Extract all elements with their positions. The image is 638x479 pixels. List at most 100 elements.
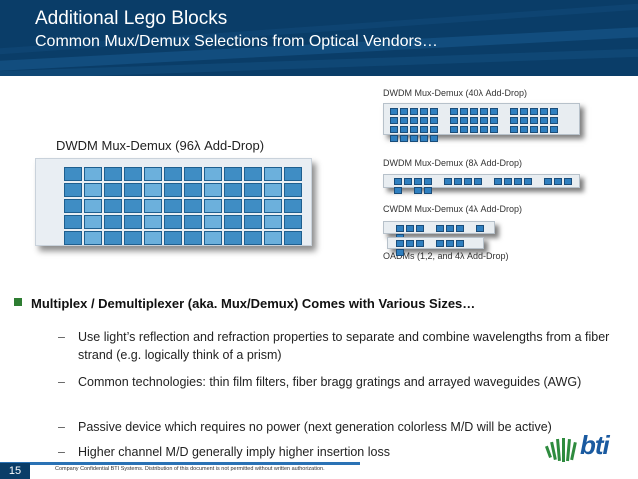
fiber-port [490, 117, 498, 124]
fiber-port [400, 117, 408, 124]
module-card [164, 231, 182, 245]
fiber-port [480, 126, 488, 133]
sub-bullet-text: Common technologies: thin film filters, … [78, 375, 582, 389]
module-card [284, 199, 302, 213]
fiber-port [424, 187, 432, 194]
module-card [164, 183, 182, 197]
module-card [244, 167, 262, 181]
fiber-port [466, 225, 474, 232]
fiber-port [414, 187, 422, 194]
fiber-port [530, 108, 538, 115]
module-card [184, 231, 202, 245]
fiber-port [554, 178, 562, 185]
module-card [264, 215, 282, 229]
module-card [124, 231, 142, 245]
fiber-port [410, 135, 418, 142]
fiber-port [396, 249, 404, 256]
dwdm-8ch-image [383, 174, 580, 194]
oadm-image [387, 237, 484, 256]
page-number: 15 [0, 463, 30, 479]
module-card [104, 215, 122, 229]
module-card [124, 215, 142, 229]
fiber-port [490, 126, 498, 133]
module-card [224, 215, 242, 229]
module-card [84, 215, 102, 229]
caption-8ch: DWDM Mux-Demux (8λ Add-Drop) [383, 158, 523, 168]
module-card [264, 183, 282, 197]
module-card [144, 167, 162, 181]
fiber-port [440, 117, 448, 124]
dash-marker: – [58, 375, 65, 389]
fiber-port [436, 240, 444, 247]
fiber-port [480, 117, 488, 124]
module-card [104, 167, 122, 181]
fiber-port [480, 108, 488, 115]
fiber-port [530, 117, 538, 124]
module-card [144, 199, 162, 213]
module-card [284, 215, 302, 229]
fiber-port [530, 126, 538, 133]
dash-marker: – [58, 330, 65, 344]
fiber-port [560, 126, 568, 133]
module-card [244, 183, 262, 197]
fiber-port [540, 108, 548, 115]
fiber-port [446, 225, 454, 232]
module-card [64, 215, 82, 229]
module-card [104, 199, 122, 213]
module-card [84, 183, 102, 197]
module-card [84, 199, 102, 213]
fiber-port [500, 117, 508, 124]
fiber-port [474, 178, 482, 185]
dash-marker: – [58, 420, 65, 434]
module-card [164, 199, 182, 213]
fiber-port [406, 225, 414, 232]
fiber-port [396, 240, 404, 247]
module-card [224, 231, 242, 245]
module-card [144, 215, 162, 229]
module-card [204, 215, 222, 229]
module-card [204, 167, 222, 181]
module-card [244, 215, 262, 229]
fiber-port [440, 108, 448, 115]
module-card [224, 183, 242, 197]
fiber-port [420, 135, 428, 142]
fiber-port [550, 117, 558, 124]
fiber-port [420, 126, 428, 133]
caption-96ch: DWDM Mux-Demux (96λ Add-Drop) [56, 138, 265, 153]
fiber-port [524, 178, 532, 185]
fiber-port [396, 225, 404, 232]
module-card [184, 215, 202, 229]
module-card [164, 167, 182, 181]
fiber-port [414, 178, 422, 185]
module-card [284, 167, 302, 181]
fiber-port [404, 187, 412, 194]
slide-title: Additional Lego Blocks [35, 8, 228, 29]
fiber-port [510, 126, 518, 133]
module-card [184, 199, 202, 213]
bullet-marker [14, 298, 22, 306]
caption-40ch: DWDM Mux-Demux (40λ Add-Drop) [383, 88, 528, 98]
fiber-port [464, 178, 472, 185]
confidential-notice: Company Confidential BTI Systems. Distri… [55, 466, 325, 472]
fiber-port [454, 178, 462, 185]
fiber-port [520, 108, 528, 115]
fiber-port [500, 126, 508, 133]
fiber-port [470, 117, 478, 124]
fiber-port [450, 126, 458, 133]
fiber-port [436, 225, 444, 232]
fiber-port [466, 240, 474, 247]
fiber-port [544, 178, 552, 185]
fiber-port [430, 108, 438, 115]
fiber-port [394, 187, 402, 194]
fiber-port [410, 126, 418, 133]
fiber-port [434, 178, 442, 185]
fiber-port [416, 225, 424, 232]
fiber-port [520, 117, 528, 124]
fiber-port [470, 108, 478, 115]
fiber-port [550, 126, 558, 133]
fiber-port [540, 126, 548, 133]
fiber-port [550, 108, 558, 115]
module-card [144, 183, 162, 197]
fiber-port [520, 126, 528, 133]
fiber-port [564, 178, 572, 185]
